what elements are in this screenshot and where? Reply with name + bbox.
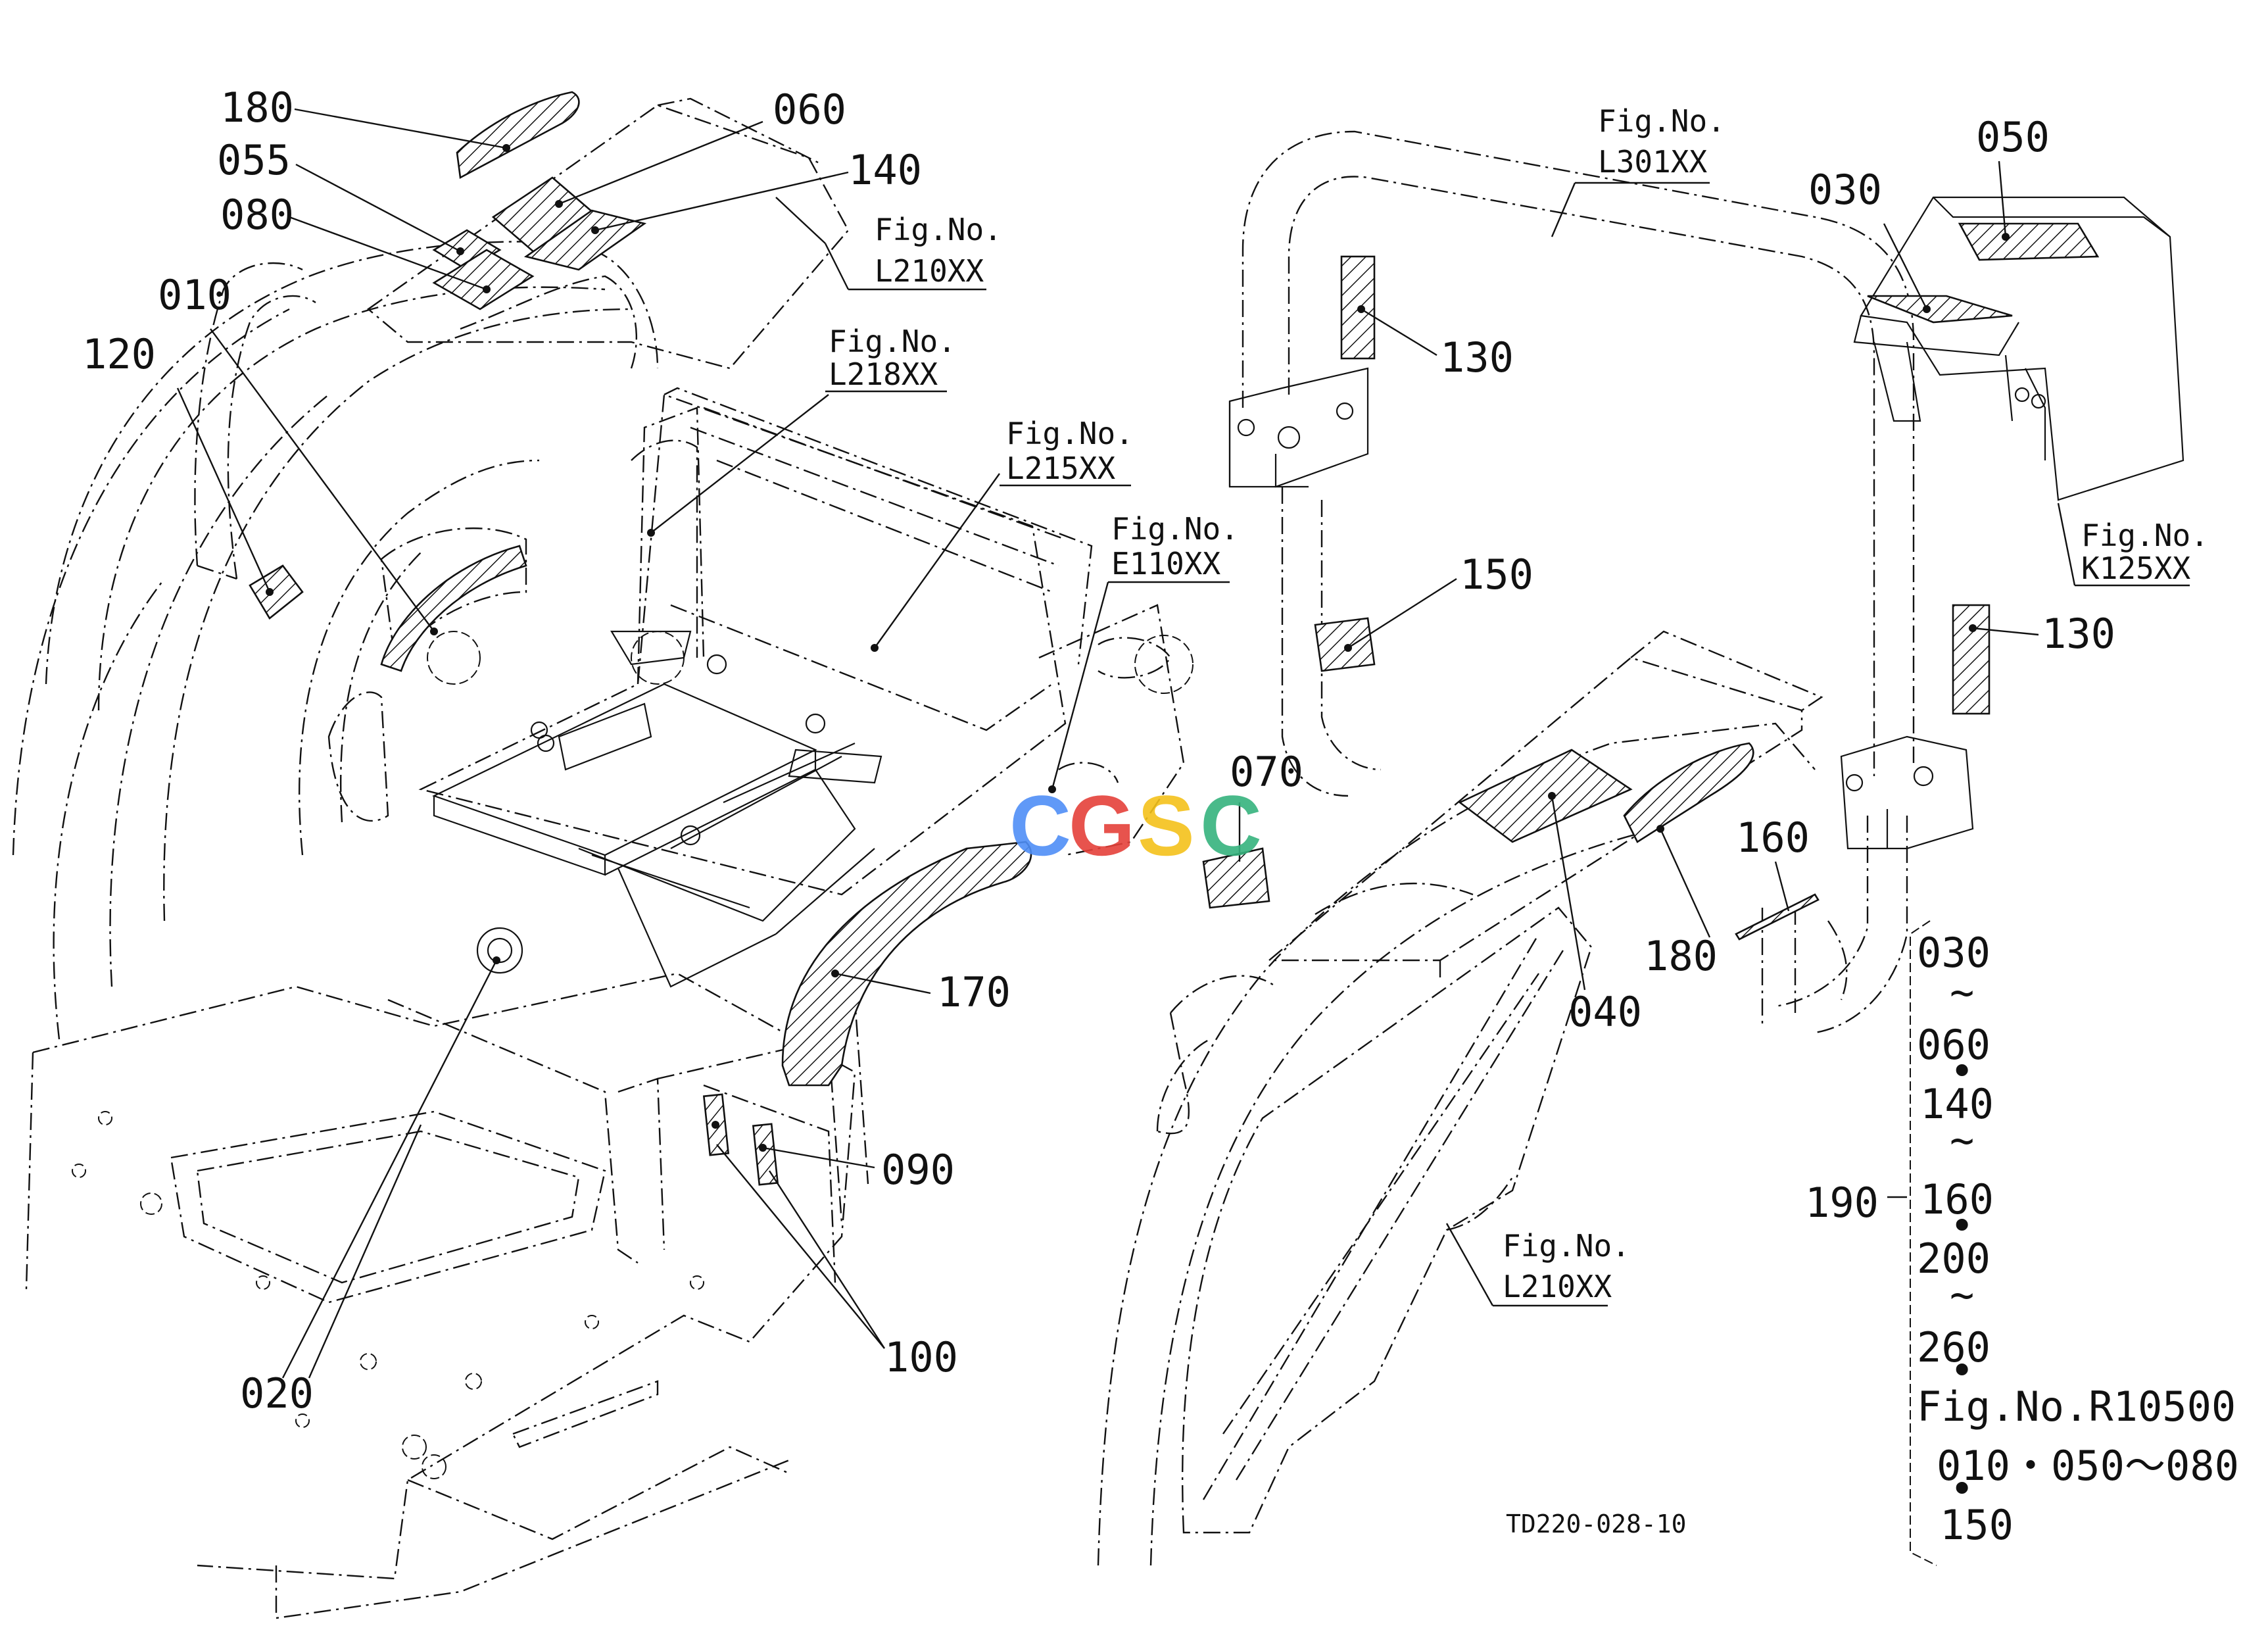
set-190-item-8: 200 xyxy=(1917,1235,1991,1283)
callout-120: 120 xyxy=(82,330,156,378)
callout-040: 040 xyxy=(1568,988,1642,1036)
set-190-item-1: ~ xyxy=(1950,968,1974,1016)
callout-100: 100 xyxy=(884,1333,958,1381)
callout-080: 080 xyxy=(220,191,294,239)
decal-070 xyxy=(1202,847,1270,909)
figref-k125-line2: K125XX xyxy=(2081,551,2190,586)
rops-frame xyxy=(1228,130,1974,1034)
seat-platform xyxy=(418,387,1194,988)
callout-180-top: 180 xyxy=(220,84,294,132)
set-190-fig-items: 010・050～080 xyxy=(1937,1442,2239,1490)
figref-e110-line2: E110XX xyxy=(1111,546,1220,581)
figref-k125-line1: Fig.No. xyxy=(2081,518,2209,553)
set-190-fig-ref: Fig.No.R10500 xyxy=(1917,1383,2236,1431)
callout-140: 140 xyxy=(848,146,922,194)
set-190-item-7: • xyxy=(1950,1202,1974,1250)
decal-170 xyxy=(781,841,1032,1087)
set-190-label: 190 xyxy=(1805,1179,1879,1227)
callout-070: 070 xyxy=(1230,748,1303,796)
watermark-letter-c1: C xyxy=(1009,777,1071,873)
callout-090: 090 xyxy=(881,1146,955,1194)
decal-090-b xyxy=(752,1123,779,1186)
figref-l301-line1: Fig.No. xyxy=(1598,103,1725,139)
set-190-item-5: ~ xyxy=(1950,1116,1974,1164)
figref-l218-line2: L218XX xyxy=(829,356,938,392)
set-190-list: 190 030 ~ 060 • 140 ~ 160 • 200 ~ 260 • … xyxy=(1805,929,2239,1549)
decal-040 xyxy=(1458,749,1633,843)
set-190-item-3: • xyxy=(1950,1047,1974,1095)
callout-060: 060 xyxy=(773,86,846,134)
figref-l215-line1: Fig.No. xyxy=(1006,416,1134,451)
callout-130-right: 130 xyxy=(2042,610,2115,658)
callout-180-right: 180 xyxy=(1644,932,1718,980)
figref-l210-bottom-line2: L210XX xyxy=(1503,1269,1612,1304)
callout-130-top: 130 xyxy=(1440,333,1514,381)
figref-e110-line1: Fig.No. xyxy=(1111,511,1239,547)
set-190-item-2: 060 xyxy=(1917,1021,1991,1069)
part-labels: 180 055 080 060 140 010 120 130 150 030 … xyxy=(82,84,2115,1417)
decal-160 xyxy=(1735,893,1820,941)
watermark-logo: C G S C xyxy=(1009,777,1262,873)
watermark-letter-s: S xyxy=(1138,777,1195,873)
leader-lines xyxy=(176,108,2190,1566)
set-190-item-9: ~ xyxy=(1950,1271,1974,1319)
floor-step xyxy=(25,927,869,1619)
decal-180-top xyxy=(456,91,580,180)
callout-150: 150 xyxy=(1460,551,1533,599)
callout-160: 160 xyxy=(1736,814,1810,862)
callout-010: 010 xyxy=(158,271,231,319)
callout-170: 170 xyxy=(937,968,1011,1016)
step-box xyxy=(1853,196,2184,501)
callout-055: 055 xyxy=(217,136,291,184)
figref-l210-top-line1: Fig.No. xyxy=(875,212,1002,247)
drawing-id: TD220-028-10 xyxy=(1506,1510,1687,1538)
set-190-item-0: 030 xyxy=(1917,929,1991,977)
figref-l210-bottom-line1: Fig.No. xyxy=(1503,1228,1630,1264)
decals xyxy=(249,91,2100,1186)
callout-020: 020 xyxy=(240,1369,314,1417)
decal-130-right xyxy=(1952,604,1991,715)
decal-010 xyxy=(380,545,527,672)
set-190-item-10: 260 xyxy=(1917,1323,1991,1371)
figref-l210-top-line2: L210XX xyxy=(875,253,984,289)
watermark-letter-c2: C xyxy=(1200,777,1262,873)
figref-l301-line2: L301XX xyxy=(1598,144,1707,180)
set-190-item-4: 140 xyxy=(1920,1080,1994,1128)
watermark-letter-g: G xyxy=(1069,777,1135,873)
set-190-item-6: 160 xyxy=(1920,1175,1994,1223)
decal-120 xyxy=(249,564,304,620)
figref-l215-line2: L215XX xyxy=(1006,451,1115,486)
callout-050: 050 xyxy=(1976,113,2050,161)
decal-150 xyxy=(1314,617,1376,672)
figure-references: Fig.No. L210XX Fig.No. L218XX Fig.No. L2… xyxy=(825,103,2209,1304)
set-190-last: 150 xyxy=(1940,1501,2014,1549)
right-fender xyxy=(1097,630,1848,1566)
figref-l218-line1: Fig.No. xyxy=(829,324,956,359)
decal-080 xyxy=(432,249,535,310)
decal-030 xyxy=(1867,295,2013,324)
decal-180-right xyxy=(1623,742,1754,843)
set-190-dot: • xyxy=(1950,1465,1974,1513)
set-190-item-11: • xyxy=(1950,1346,1974,1394)
callout-030: 030 xyxy=(1808,166,1882,214)
decal-050 xyxy=(1958,222,2100,261)
